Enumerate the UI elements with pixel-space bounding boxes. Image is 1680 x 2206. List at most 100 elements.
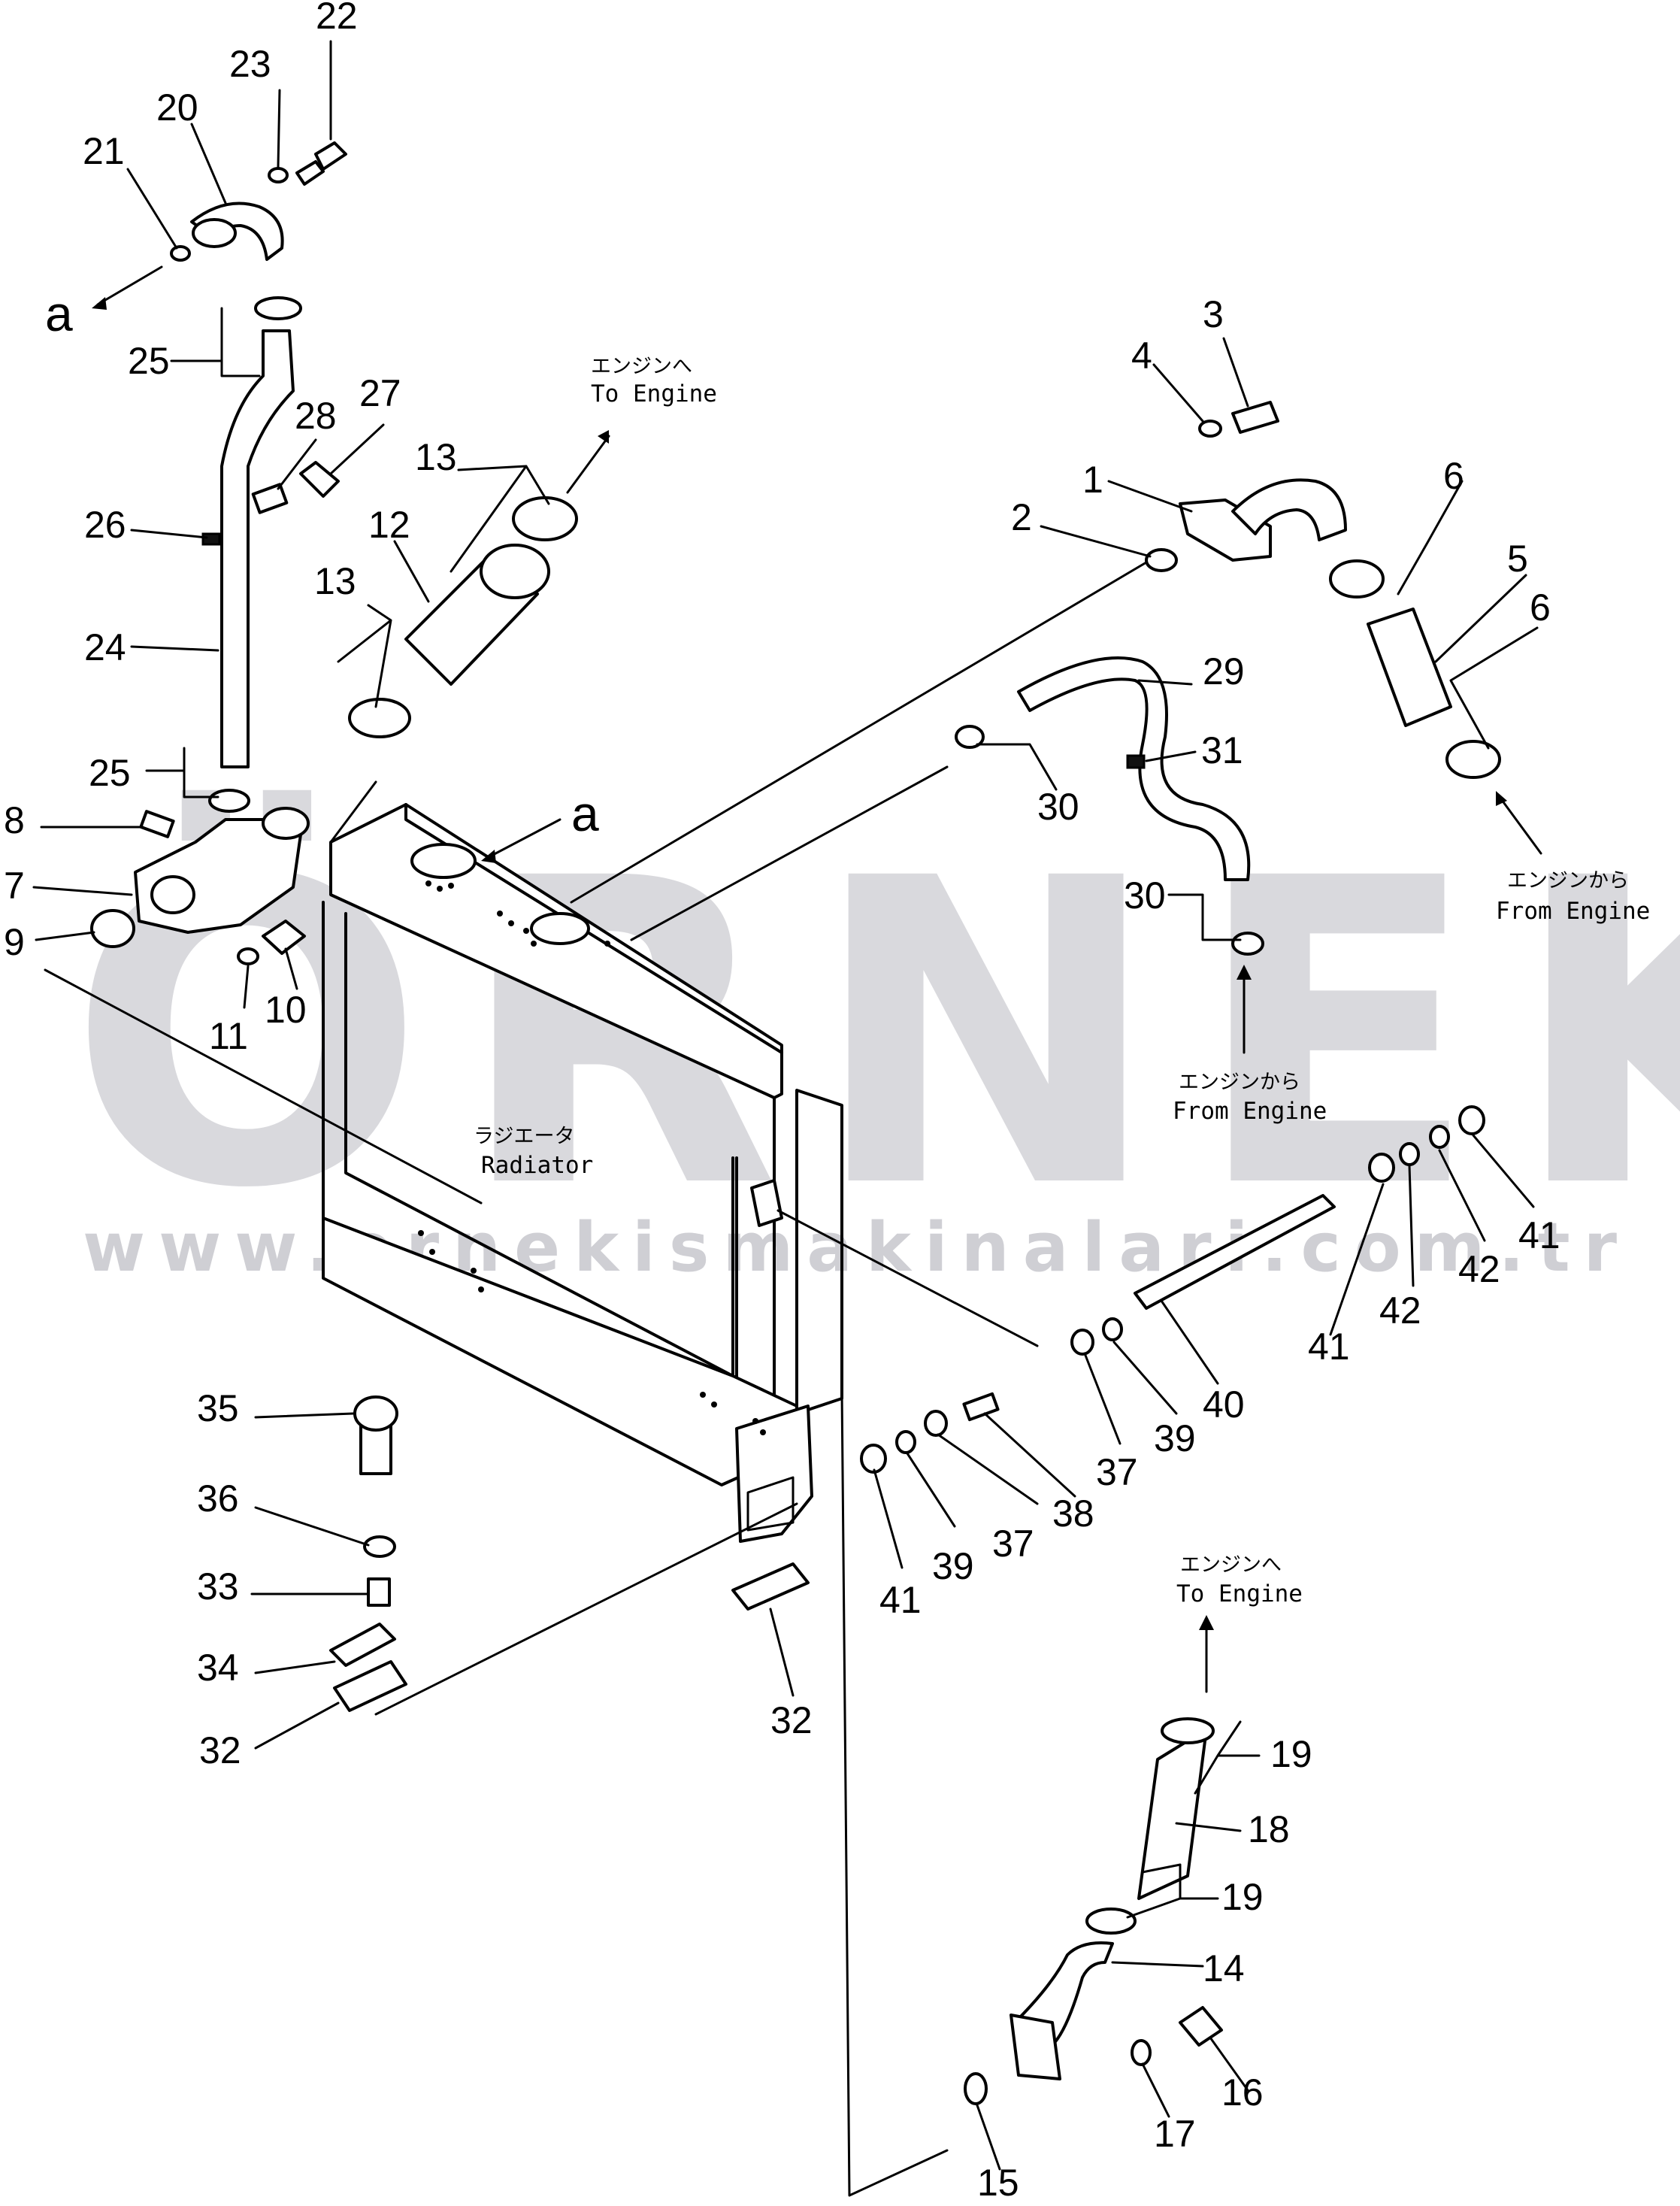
callout-30-bottom: 30: [1124, 874, 1166, 917]
arrow-head-ref-a-right: [481, 850, 496, 863]
part-32-pad-right: [731, 1562, 810, 1611]
part-18-hose: [1137, 1728, 1208, 1900]
right-inlet-assembly: [1145, 401, 1501, 779]
callout-8: 8: [4, 799, 25, 841]
upper-hose-assembly: [348, 496, 578, 738]
callout-25-bottom: 25: [89, 752, 131, 794]
part-14-flange: [1010, 2014, 1061, 2080]
watermark-brand: ÖRNEK: [68, 786, 1680, 1280]
part-19-clamp-bottom: [1085, 1908, 1137, 1935]
callout-12: 12: [368, 504, 410, 546]
upper-left-pipe-assembly: [90, 141, 347, 965]
part-13-clamp-lower: [348, 698, 411, 738]
part-24-pipe: [220, 329, 295, 768]
to-engine-bottom-jp: エンジンへ: [1180, 1553, 1282, 1577]
line-elbow-to-13: [329, 780, 377, 844]
radiator-label-en: Radiator: [481, 1152, 593, 1179]
arrow-from-engine-right: [1498, 795, 1542, 855]
part-42-washer-2: [1429, 1125, 1450, 1149]
radiator-side-bracket: [750, 1179, 783, 1227]
callout-32-right: 32: [770, 1699, 813, 1741]
callout-20: 20: [156, 86, 198, 129]
callout-41-mid: 41: [1308, 1326, 1350, 1368]
from-engine-mid-en: From Engine: [1173, 1098, 1327, 1125]
part-5-hose: [1367, 608, 1452, 727]
callout-numbers: 22 23 20 21 25 28 27 26 24 13 12 13 25 8…: [4, 0, 1560, 2204]
part-16-bolt: [1179, 2006, 1223, 2047]
part-32-pad-left: [333, 1660, 407, 1712]
part-28-spacer: [251, 483, 289, 514]
line-inlet-to-flange: [570, 559, 1152, 904]
callout-13-bottom: 13: [314, 560, 356, 602]
part-23-washer: [268, 167, 289, 183]
radiator-bracket-hole: [746, 1476, 795, 1532]
part-11-washer: [237, 947, 259, 965]
line-outlet-to-9: [44, 968, 483, 1205]
callout-2: 2: [1011, 496, 1032, 538]
part-27-bolt: [299, 461, 340, 498]
radiator-inlet-neck: [530, 912, 590, 945]
part-38-collar: [962, 1392, 1000, 1422]
callout-leaders: [32, 40, 1539, 2171]
part-7-outlet-neck: [262, 807, 310, 840]
callout-4: 4: [1131, 335, 1152, 377]
stay-rod-assembly: [860, 1105, 1485, 1474]
callout-15: 15: [977, 2162, 1019, 2204]
part-41-nut-2: [1368, 1153, 1395, 1183]
to-engine-top-en: To Engine: [591, 380, 717, 408]
callout-9: 9: [4, 921, 25, 963]
arrow-head-to-engine-bottom: [1199, 1615, 1214, 1630]
from-engine-mid-jp: エンジンから: [1179, 1071, 1300, 1094]
radiator-rivets: [418, 880, 766, 1435]
from-engine-right-jp: エンジンから: [1507, 869, 1629, 892]
callout-1: 1: [1082, 459, 1103, 501]
part-1-elbow: [1231, 478, 1347, 541]
part-37-washer-2: [924, 1410, 948, 1437]
part-39-washer-1: [1102, 1317, 1123, 1341]
part-41-nut-3: [1458, 1105, 1485, 1135]
part-13-clamp-upper: [512, 496, 578, 541]
part-26-clip: [201, 532, 221, 546]
callout-7: 7: [4, 865, 25, 907]
radiator-label-jp: ラジエータ: [474, 1125, 574, 1148]
part-25-clamp-top: [254, 296, 302, 320]
from-engine-right-en: From Engine: [1496, 898, 1650, 925]
part-19-clamp-top: [1161, 1717, 1215, 1744]
part-8-plug: [139, 810, 175, 838]
callout-27: 27: [359, 372, 401, 414]
part-41-nut-1: [860, 1444, 887, 1474]
part-29-hose: [1017, 656, 1251, 881]
part-6-clamp-bottom: [1445, 740, 1501, 779]
part-3-bolt: [1231, 401, 1279, 434]
line-bracket-to-32: [374, 1502, 798, 1716]
callout-16: 16: [1221, 2071, 1264, 2114]
callout-3: 3: [1203, 293, 1224, 335]
part-22-bolt-shank: [295, 160, 325, 186]
callout-31: 31: [1201, 729, 1243, 771]
arrow-head-from-engine-mid: [1237, 965, 1252, 980]
callout-22: 22: [316, 0, 358, 37]
callout-13-top: 13: [415, 436, 457, 478]
arrow-to-engine-top: [566, 435, 610, 494]
callout-33: 33: [197, 1565, 239, 1608]
part-21-oring: [170, 245, 191, 262]
part-34-plate: [329, 1623, 396, 1667]
part-40-rod: [1134, 1194, 1336, 1310]
small-hose-assembly: [955, 656, 1264, 956]
part-7-flange-hole: [150, 875, 195, 914]
callout-30-top: 30: [1037, 786, 1079, 828]
ref-letter-a-right: a: [571, 786, 599, 841]
lower-hose-assembly: [964, 1717, 1223, 2105]
part-33-collar: [367, 1577, 391, 1607]
callout-35: 35: [197, 1387, 239, 1429]
callout-42-mid: 42: [1379, 1289, 1421, 1332]
line-to-15: [840, 1389, 949, 2197]
direction-labels: エンジンへ To Engine エンジンから From Engine エンジンか…: [45, 265, 1650, 1693]
part-2-oring: [1145, 548, 1178, 572]
ref-letter-a-left: a: [45, 286, 73, 341]
to-engine-top-jp: エンジンへ: [591, 355, 692, 378]
callout-37-bottom: 37: [992, 1523, 1034, 1565]
part-6-clamp-top: [1329, 559, 1385, 598]
part-10-bolt: [262, 920, 306, 955]
